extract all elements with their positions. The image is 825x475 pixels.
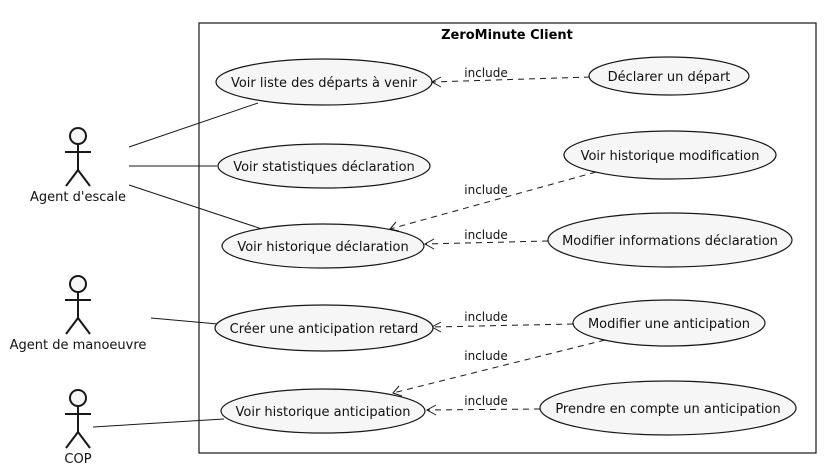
use-case-label: Voir liste des départs à venir	[231, 76, 418, 91]
use-case-label: Modifier une anticipation	[588, 317, 750, 332]
use-case-declarer-depart[interactable]	[588, 56, 750, 96]
use-case-label: Voir historique anticipation	[236, 405, 411, 420]
include-arrowhead	[392, 385, 403, 397]
include-label: include	[464, 394, 507, 408]
association-escale-liste	[128, 102, 259, 148]
system-title: ZeroMinute Client	[441, 28, 573, 43]
include-anticipation-historique	[392, 339, 606, 394]
include-label: include	[464, 228, 507, 242]
association-escale-historique-declaration	[128, 184, 263, 230]
use-case-label: Créer une anticipation retard	[230, 322, 419, 337]
use-case-label: Voir historique déclaration	[237, 240, 408, 255]
use-case-label: Voir statistiques déclaration	[233, 160, 415, 175]
use-case-label: Voir historique modification	[581, 149, 760, 164]
use-case-voir-liste-departs[interactable]	[215, 58, 433, 106]
use-case-label: Prendre en compte un anticipation	[555, 402, 780, 417]
include-arrowhead	[425, 404, 437, 416]
use-case-prendre-en-compte[interactable]	[539, 380, 797, 436]
use-case-label: Modifier informations déclaration	[562, 234, 778, 249]
include-label: include	[464, 349, 507, 363]
use-case-voir-statistiques[interactable]	[217, 143, 431, 189]
use-case-creer-anticipation[interactable]	[214, 304, 434, 352]
include-label: include	[464, 310, 507, 324]
actor-agent-escale	[65, 127, 91, 187]
include-declarer-liste	[431, 76, 591, 83]
use-case-label: Déclarer un départ	[608, 70, 731, 85]
use-case-modifier-anticipation[interactable]	[572, 299, 766, 347]
use-case-voir-historique-declaration[interactable]	[221, 223, 425, 269]
include-prendre-en-compte	[426, 408, 541, 411]
use-case-voir-historique-anticipation[interactable]	[220, 388, 426, 434]
actor-label-agent-escale: Agent d'escale	[30, 190, 126, 205]
actor-label-cop: COP	[64, 452, 91, 467]
include-historique-modification	[389, 171, 597, 230]
use-case-voir-historique-modification[interactable]	[563, 130, 777, 180]
actor-agent-manoeuvre	[65, 275, 91, 335]
association-cop-historique-anticipation	[92, 418, 225, 428]
use-case-modifier-informations[interactable]	[547, 212, 793, 268]
include-label: include	[464, 183, 507, 197]
actor-cop	[65, 389, 91, 449]
include-label: include	[464, 66, 507, 80]
actor-label-agent-manoeuvre: Agent de manoeuvre	[10, 338, 147, 353]
include-arrowhead	[423, 238, 435, 250]
association-manoeuvre-creer	[150, 317, 219, 325]
include-modifier-anticipation	[431, 323, 574, 328]
include-modifier-informations	[424, 240, 549, 245]
